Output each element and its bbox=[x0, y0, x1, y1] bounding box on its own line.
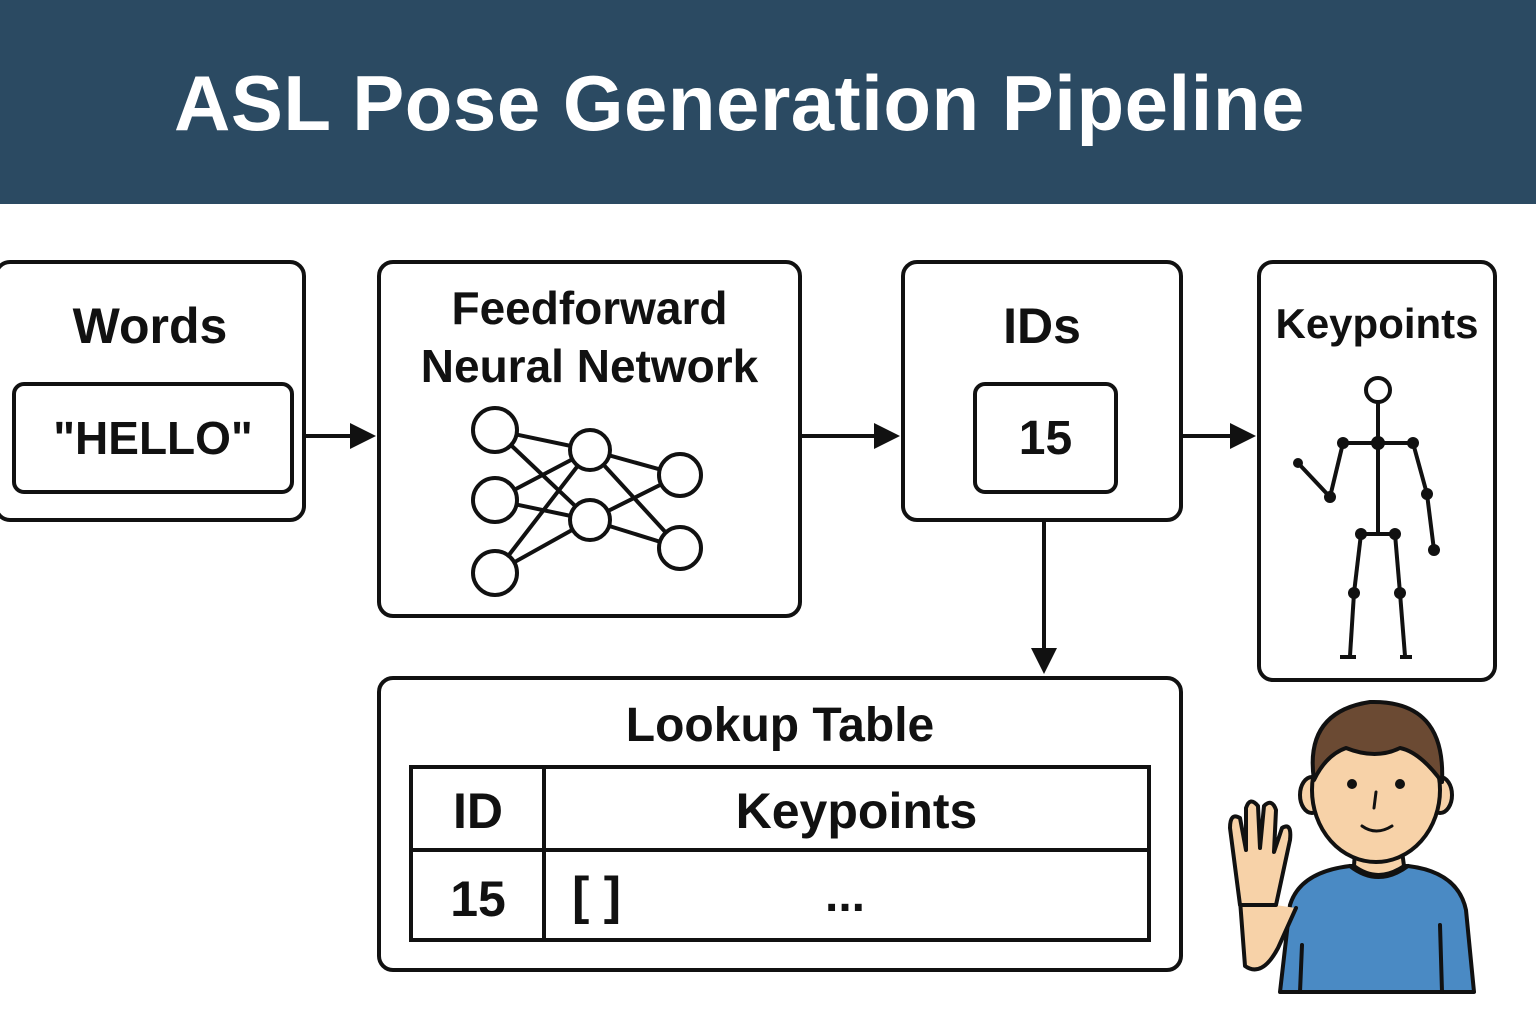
ids-value: 15 bbox=[1018, 411, 1073, 465]
ids-box: IDs 15 bbox=[901, 260, 1183, 522]
neural-network-title-line1: Feedforward bbox=[451, 282, 728, 334]
lookup-table-title: Lookup Table bbox=[625, 699, 935, 752]
table-header-id: ID bbox=[453, 783, 503, 839]
lookup-table-grid bbox=[409, 765, 1151, 942]
neural-network-icon bbox=[471, 406, 703, 597]
arrow-ids-to-lookup-table bbox=[1031, 522, 1057, 674]
words-value-box: "HELLO" bbox=[12, 382, 294, 494]
words-value: "HELLO" bbox=[53, 412, 253, 464]
arrow-ids-to-keypoints bbox=[1183, 423, 1256, 449]
stick-figure-skeleton-icon bbox=[1293, 376, 1440, 659]
table-cell-ellipsis: ... bbox=[824, 869, 865, 922]
arrow-network-to-ids bbox=[802, 423, 900, 449]
keypoints-title: Keypoints bbox=[1275, 300, 1479, 347]
table-cell-id: 15 bbox=[450, 871, 506, 927]
arrow-words-to-network bbox=[306, 423, 376, 449]
ids-value-box: 15 bbox=[973, 382, 1118, 494]
words-box: Words "HELLO" bbox=[0, 260, 306, 522]
ids-title: IDs bbox=[1003, 298, 1081, 354]
words-title: Words bbox=[72, 298, 228, 354]
page-title: ASL Pose Generation Pipeline bbox=[174, 59, 1305, 147]
waving-person-icon bbox=[1228, 699, 1476, 994]
table-cell-bracket: [ ] bbox=[572, 867, 622, 925]
table-header-keypoints: Keypoints bbox=[735, 783, 978, 839]
header-bar: ASL Pose Generation Pipeline bbox=[0, 0, 1536, 204]
lookup-table-box: Lookup Table bbox=[377, 676, 1183, 972]
neural-network-title-line2: Neural Network bbox=[420, 340, 759, 392]
